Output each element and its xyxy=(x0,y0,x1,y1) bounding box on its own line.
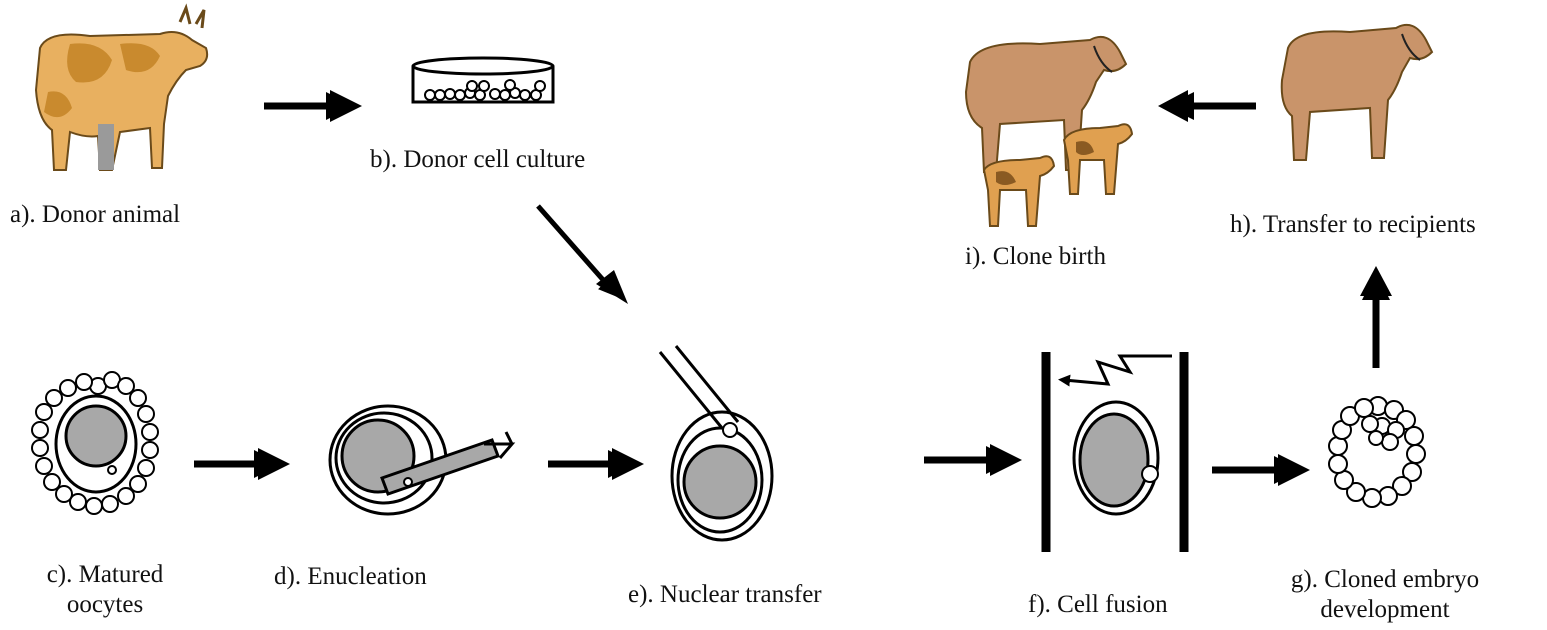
cloned-embryo-icon xyxy=(1329,397,1425,507)
label-enucleation: d). Enucleation xyxy=(274,562,427,592)
label-cloned-embryo-line1: g). Cloned embryo xyxy=(1270,565,1500,595)
enucleation-icon xyxy=(330,406,512,514)
label-cloned-embryo-line2: development xyxy=(1270,595,1500,625)
label-matured-oocytes-line2: oocytes xyxy=(30,590,180,620)
label-clone-birth: i). Clone birth xyxy=(965,242,1106,272)
label-cell-fusion: f). Cell fusion xyxy=(1028,590,1168,620)
culture-dish-icon xyxy=(413,58,553,102)
label-nuclear-transfer: e). Nuclear transfer xyxy=(628,580,822,610)
label-cloned-embryo-development: g). Cloned embryo development xyxy=(1270,565,1500,625)
arrow-b-to-e xyxy=(538,206,612,290)
label-matured-oocytes: c). Matured oocytes xyxy=(30,560,180,620)
recipient-cow-icon xyxy=(1282,25,1432,160)
clone-birth-cows-icon xyxy=(966,37,1132,226)
label-donor-animal: a). Donor animal xyxy=(10,200,180,230)
label-transfer-to-recipients: h). Transfer to recipients xyxy=(1230,210,1476,240)
label-donor-cell-culture: b). Donor cell culture xyxy=(370,145,585,175)
label-matured-oocytes-line1: c). Matured xyxy=(30,560,180,590)
cell-fusion-icon xyxy=(1046,352,1184,552)
donor-cow-icon xyxy=(36,8,207,170)
nuclear-transfer-icon xyxy=(660,346,772,540)
matured-oocyte-icon xyxy=(32,372,158,514)
